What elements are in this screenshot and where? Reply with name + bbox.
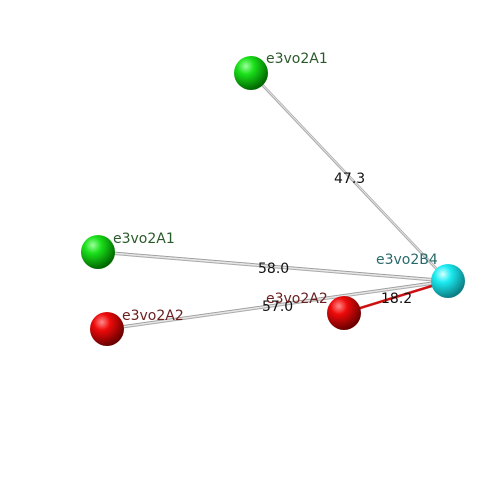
bond-n_center-n_right: [343, 279, 449, 315]
bond-distance-label: 58.0: [258, 261, 289, 277]
node-labels-layer: e3vo2A1 e3vo2A1 e3vo2A2 e3vo2A2 e3vo2B4: [113, 51, 438, 324]
atom-label: e3vo2B4: [376, 252, 438, 268]
cyan-atom-sphere[interactable]: [431, 264, 465, 298]
bond-distance-label: 18.2: [381, 291, 412, 307]
green-atom-sphere[interactable]: [234, 56, 268, 90]
atom-label: e3vo2A1: [266, 51, 328, 67]
bond-n_bottom_left-n_right: [106, 279, 449, 331]
edges-layer: [97, 71, 449, 331]
atom-label: e3vo2A1: [113, 231, 175, 247]
red-atom-sphere[interactable]: [90, 312, 124, 346]
nodes-layer: [81, 56, 465, 346]
atom-label: e3vo2A2: [122, 308, 184, 324]
atom-label: e3vo2A2: [266, 291, 328, 307]
green-atom-sphere[interactable]: [81, 235, 115, 269]
red-atom-sphere[interactable]: [327, 296, 361, 330]
bond-distance-label: 47.3: [334, 171, 365, 187]
bond-n_left-n_right: [97, 250, 449, 283]
edge-labels-layer: 47.3 58.0 57.0 18.2: [258, 171, 412, 315]
bond-distance-label: 57.0: [262, 299, 293, 315]
bond-n_top-n_right: [250, 71, 449, 283]
